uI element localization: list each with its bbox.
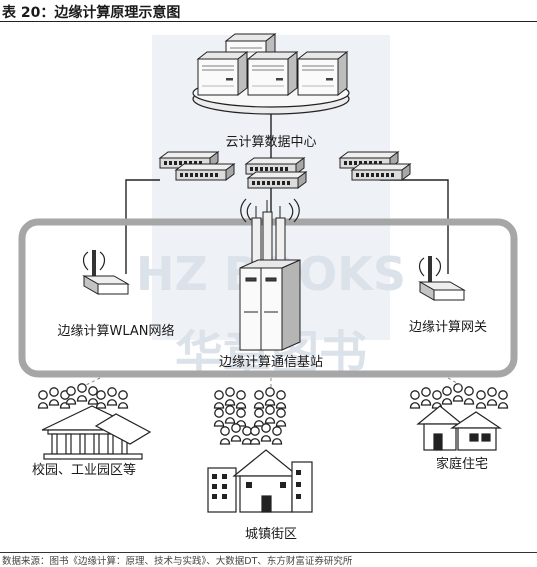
campus-group: 校园、工业园区等 [32, 384, 152, 478]
city-group: 城镇街区 [207, 388, 313, 542]
label-base-station: 边缘计算通信基站 [219, 355, 323, 370]
city-buildings-icon [207, 449, 313, 513]
people-icon [215, 388, 246, 408]
campus-building-icon [41, 405, 152, 460]
edge-computing-diagram: HZ BOOKS 华章图书 云计算数据中心 边缘计算WLAN网络 边缘计算 [18, 33, 518, 542]
label-gateway: 边缘计算网关 [409, 320, 487, 335]
source-text: 数据来源：图书《边缘计算：原理、技术与实践》、大数据DT、东方财富证券研究所 [2, 556, 353, 567]
access-links [83, 377, 463, 388]
signal-waves-icon [240, 198, 300, 223]
server-icon [297, 51, 348, 96]
people-icon [477, 388, 508, 408]
gateway-icon [418, 255, 465, 301]
cabinet-icon [239, 259, 301, 351]
label-city: 城镇街区 [245, 527, 297, 542]
cloud-data-center: 云计算数据中心 [192, 33, 350, 150]
house-icon [416, 405, 502, 451]
base-station: 边缘计算通信基站 [219, 198, 323, 370]
label-home: 家庭住宅 [436, 456, 488, 472]
people-icon [443, 384, 474, 404]
router-icon [82, 249, 129, 295]
people-icon [255, 406, 286, 426]
people-icon [255, 388, 286, 408]
server-icon [197, 51, 248, 96]
people-icon [251, 424, 282, 444]
people-icon [67, 384, 98, 404]
people-icon [221, 424, 252, 444]
edge-gateway: 边缘计算网关 [409, 255, 487, 335]
city-windows [212, 470, 301, 499]
switch-icon [247, 171, 307, 189]
switch-icon [351, 163, 411, 181]
people-icon [97, 388, 128, 408]
server-icon [247, 51, 298, 96]
people-icon [39, 388, 70, 408]
wlan-router: 边缘计算WLAN网络 [57, 249, 175, 339]
caption-text: 表 20：边缘计算原理示意图 [2, 5, 181, 21]
home-group: 家庭住宅 [411, 384, 508, 472]
people-icon [215, 406, 246, 426]
label-campus: 校园、工业园区等 [32, 462, 136, 478]
figure-caption: 表 20：边缘计算原理示意图 [0, 0, 537, 22]
label-wlan: 边缘计算WLAN网络 [57, 323, 174, 339]
switch-icon [175, 163, 235, 181]
source-note: 数据来源：图书《边缘计算：原理、技术与实践》、大数据DT、东方财富证券研究所 [0, 552, 537, 567]
people-icon [411, 388, 442, 408]
